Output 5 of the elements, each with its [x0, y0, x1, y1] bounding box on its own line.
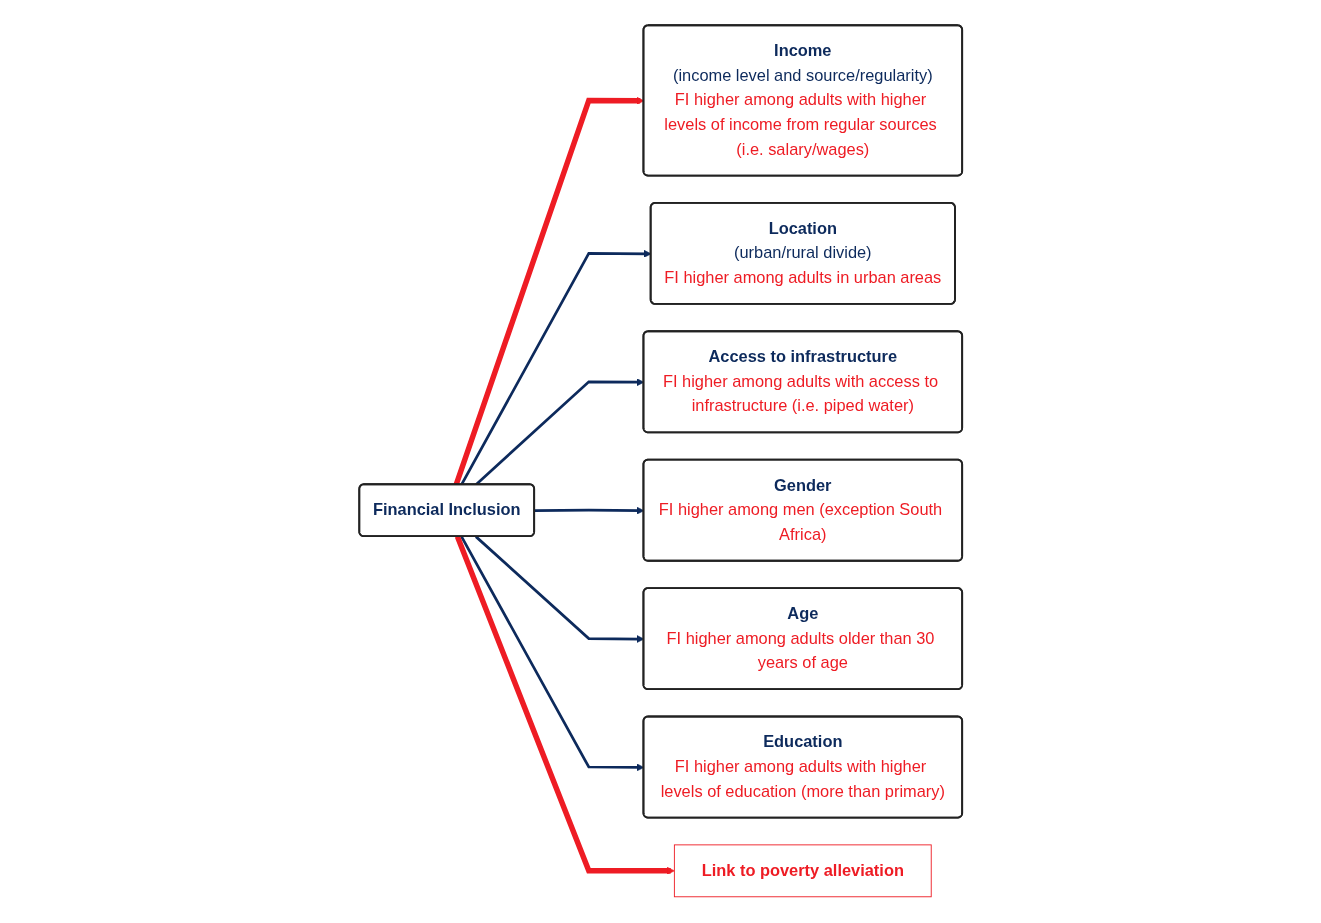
node-box: Link to poverty alleviation	[673, 844, 932, 898]
arrow	[454, 536, 675, 876]
arrow	[534, 507, 644, 516]
arrow	[474, 536, 644, 644]
arrow	[460, 536, 644, 772]
